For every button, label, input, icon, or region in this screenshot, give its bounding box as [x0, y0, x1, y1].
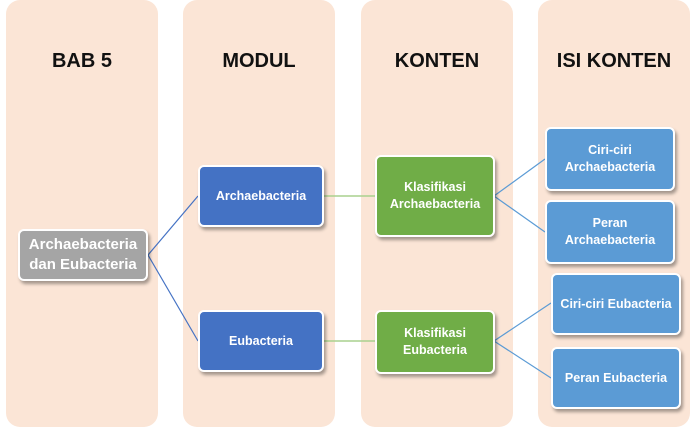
column-header-bab: BAB 5 — [51, 50, 112, 72]
connector-root-eubacteria — [147, 254, 199, 342]
column-header-modul: MODUL — [222, 50, 296, 72]
node-isi-ciri-eubacteria-label: Ciri-ciri Eubacteria — [560, 296, 672, 311]
connector-klasifikasi-ciri-archae — [493, 158, 546, 197]
connector-klasifikasi-ciri-eubac — [493, 302, 552, 342]
node-isi-peran-archaebacteria-label: Peran Archaebacteria — [564, 216, 656, 247]
node-isi-peran-eubacteria-label: Peran Eubacteria — [564, 370, 668, 385]
node-root: Archaebacteria dan Eubacteria — [18, 229, 148, 281]
node-konten-klasifikasi-eubacteria: Klasifikasi Eubacteria — [375, 310, 495, 374]
node-konten-klasifikasi-eubacteria-label: Klasifikasi Eubacteria — [403, 326, 467, 357]
node-root-label: Archaebacteria dan Eubacteria — [28, 235, 138, 273]
connector-klasifikasi-peran-eubac — [493, 340, 552, 379]
node-isi-peran-eubacteria: Peran Eubacteria — [551, 347, 681, 409]
node-isi-peran-archaebacteria: Peran Archaebacteria — [545, 200, 675, 264]
node-konten-klasifikasi-archaebacteria: Klasifikasi Archaebacteria — [375, 155, 495, 237]
connector-root-archaebacteria — [147, 195, 199, 256]
node-isi-ciri-archaebacteria-label: Ciri-ciri Archaebacteria — [564, 143, 656, 174]
column-header-konten: KONTEN — [394, 50, 480, 72]
node-modul-archaebacteria-label: Archaebacteria — [215, 188, 307, 203]
node-isi-ciri-eubacteria: Ciri-ciri Eubacteria — [551, 273, 681, 335]
node-isi-ciri-archaebacteria: Ciri-ciri Archaebacteria — [545, 127, 675, 191]
column-bab: BAB 5 — [6, 0, 158, 427]
node-modul-eubacteria: Eubacteria — [198, 310, 324, 372]
node-modul-eubacteria-label: Eubacteria — [229, 333, 293, 348]
node-konten-klasifikasi-archaebacteria-label: Klasifikasi Archaebacteria — [389, 180, 481, 211]
connector-klasifikasi-peran-archae — [493, 195, 546, 233]
node-modul-archaebacteria: Archaebacteria — [198, 165, 324, 227]
column-header-isi-konten: ISI KONTEN — [556, 50, 672, 72]
